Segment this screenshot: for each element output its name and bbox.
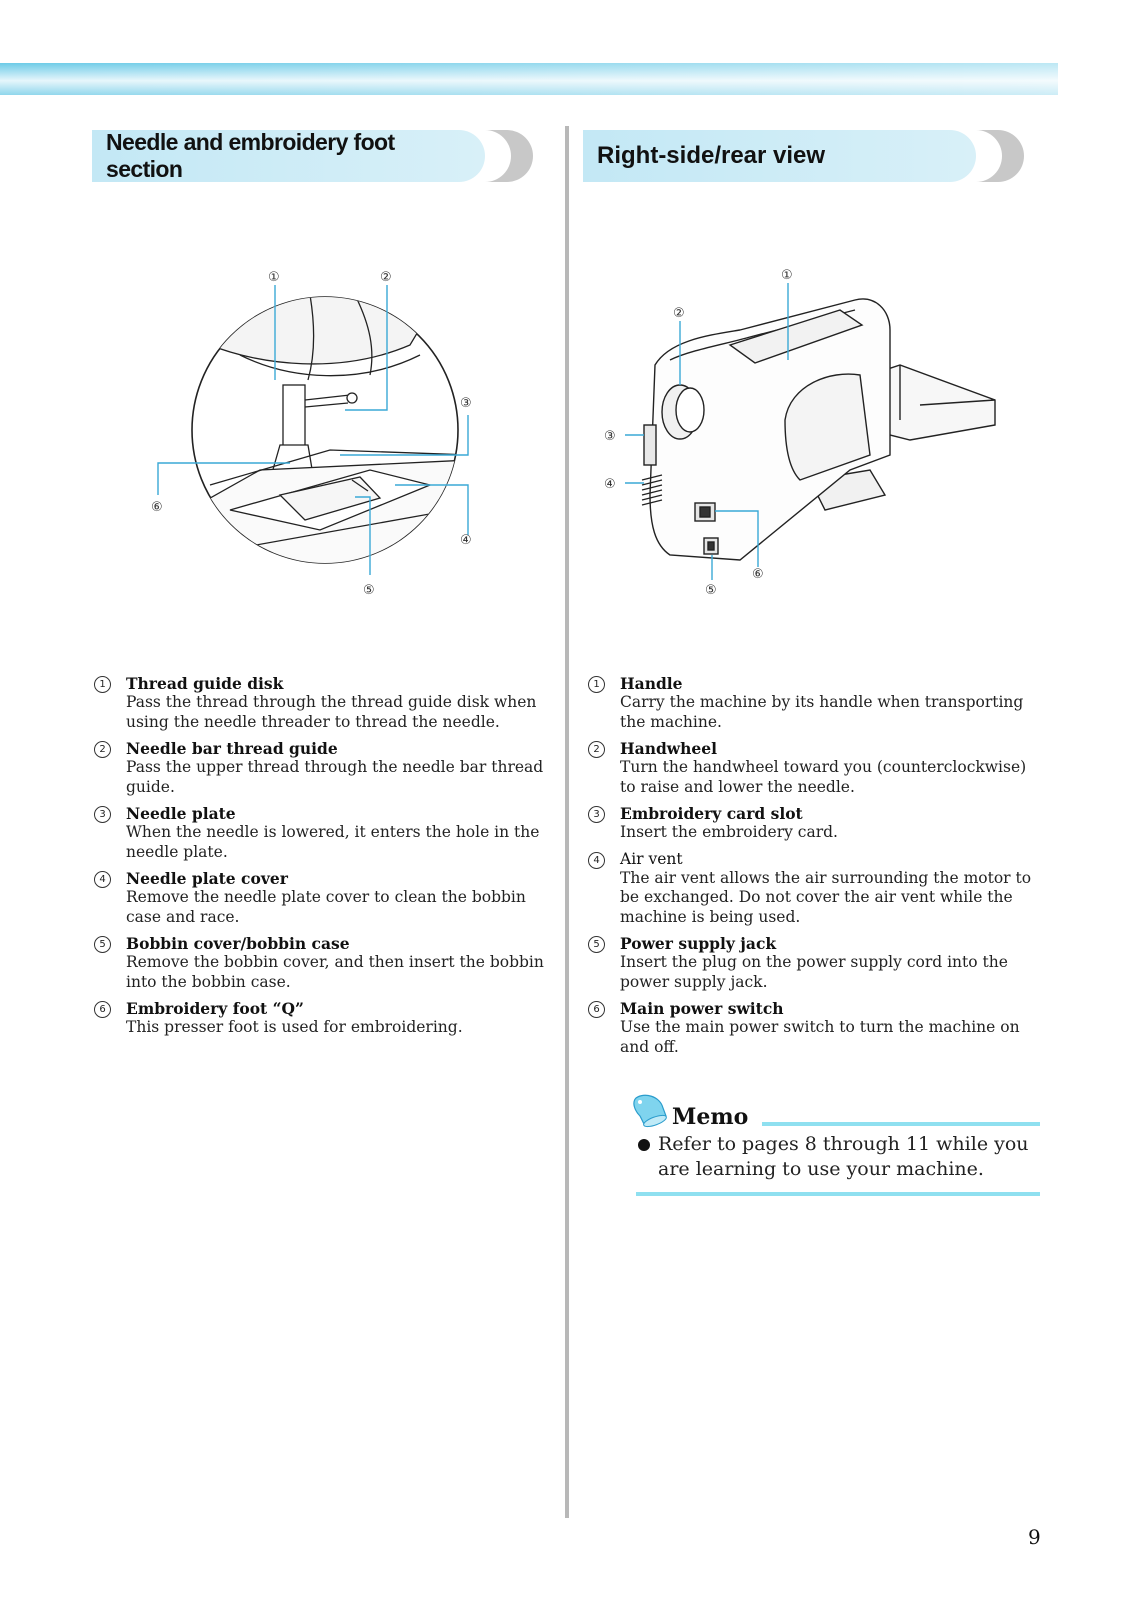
item-number: 6 (94, 1001, 111, 1018)
parts-list-needle-foot: 1 Thread guide disk Pass the thread thro… (94, 674, 544, 1045)
item-title: Handle (620, 674, 683, 693)
bullet-icon (638, 1139, 650, 1151)
item-description: The air vent allows the air surrounding … (620, 868, 1032, 926)
item-description: Pass the thread through the thread guide… (126, 693, 537, 731)
callout-6: ⑥ (151, 500, 163, 515)
section-header-rear-view: Right-side/rear view (583, 130, 1026, 182)
needle-foot-illustration: ① ② ③ ④ ⑤ ⑥ (140, 255, 520, 615)
item-title: Power supply jack (620, 934, 777, 953)
item-title: Handwheel (620, 739, 718, 758)
item-title: Needle bar thread guide (126, 739, 338, 758)
item-number: 2 (588, 741, 605, 758)
memo-text: Refer to pages 8 through 11 while you ar… (630, 1132, 1040, 1182)
list-item: 4 Needle plate cover Remove the needle p… (94, 869, 544, 927)
item-title: Main power switch (620, 999, 784, 1018)
item-title: Needle plate (126, 804, 236, 823)
list-item: 3 Embroidery card slot Insert the embroi… (588, 804, 1038, 843)
item-description: Remove the needle plate cover to clean t… (126, 888, 526, 926)
item-number: 4 (94, 871, 111, 888)
memo-title: Memo (672, 1104, 749, 1130)
item-description: Insert the embroidery card. (620, 823, 838, 841)
callout-4: ④ (604, 477, 616, 492)
item-description: Turn the handwheel toward you (countercl… (620, 758, 1027, 796)
item-description: Use the main power switch to turn the ma… (620, 1018, 1020, 1056)
item-description: When the needle is lowered, it enters th… (126, 823, 540, 861)
list-item: 1 Thread guide disk Pass the thread thro… (94, 674, 544, 732)
list-item: 5 Bobbin cover/bobbin case Remove the bo… (94, 934, 544, 992)
item-title: Embroidery foot “Q” (126, 999, 304, 1018)
chevron-right-icon (976, 130, 1024, 182)
column-divider (565, 126, 569, 1518)
section-title-rear-view: Right-side/rear view (583, 130, 976, 182)
item-number: 1 (588, 676, 605, 693)
list-item: 6 Embroidery foot “Q” This presser foot … (94, 999, 544, 1038)
callout-1: ① (781, 268, 793, 283)
callout-3: ③ (460, 396, 472, 411)
callout-6: ⑥ (752, 567, 764, 582)
item-number: 6 (588, 1001, 605, 1018)
list-item: 4 Air vent The air vent allows the air s… (588, 850, 1038, 928)
memo-header: Memo (630, 1090, 1040, 1130)
item-description: This presser foot is used for embroideri… (126, 1018, 463, 1036)
item-description: Carry the machine by its handle when tra… (620, 693, 1024, 731)
item-number: 5 (588, 936, 605, 953)
list-item: 1 Handle Carry the machine by its handle… (588, 674, 1038, 732)
item-number: 5 (94, 936, 111, 953)
callout-4: ④ (460, 533, 472, 548)
chevron-right-icon (485, 130, 533, 182)
section-header-needle-foot: Needle and embroidery foot section (92, 129, 535, 182)
item-number: 4 (588, 851, 605, 869)
list-item: 2 Needle bar thread guide Pass the upper… (94, 739, 544, 797)
callout-3: ③ (604, 429, 616, 444)
item-number: 2 (94, 741, 111, 758)
memo-rule-bottom (636, 1192, 1040, 1196)
item-number: 3 (588, 806, 605, 823)
memo-box: Memo Refer to pages 8 through 11 while y… (630, 1090, 1040, 1196)
memo-rule-top (762, 1122, 1040, 1126)
top-color-band (0, 63, 1058, 95)
item-description: Pass the upper thread through the needle… (126, 758, 544, 796)
memo-bell-icon (633, 1094, 667, 1128)
callout-5: ⑤ (705, 583, 717, 598)
item-number: 3 (94, 806, 111, 823)
memo-text-content: Refer to pages 8 through 11 while you ar… (658, 1133, 1029, 1180)
item-title: Thread guide disk (126, 674, 284, 693)
callout-2: ② (673, 306, 685, 321)
callout-5: ⑤ (363, 583, 375, 598)
callout-1: ① (268, 270, 280, 285)
item-description: Remove the bobbin cover, and then insert… (126, 953, 544, 991)
item-title: Bobbin cover/bobbin case (126, 934, 350, 953)
page-number: 9 (1028, 1525, 1041, 1549)
item-description: Insert the plug on the power supply cord… (620, 953, 1008, 991)
item-number: 1 (94, 676, 111, 693)
section-title-needle-foot: Needle and embroidery foot section (92, 129, 485, 182)
list-item: 5 Power supply jack Insert the plug on t… (588, 934, 1038, 992)
callout-2: ② (380, 270, 392, 285)
list-item: 3 Needle plate When the needle is lowere… (94, 804, 544, 862)
parts-list-rear-view: 1 Handle Carry the machine by its handle… (588, 674, 1038, 1064)
list-item: 6 Main power switch Use the main power s… (588, 999, 1038, 1057)
item-title: Needle plate cover (126, 869, 288, 888)
rear-view-illustration: ① ② ③ ④ ⑤ ⑥ (600, 255, 1020, 615)
item-title: Air vent (620, 849, 683, 868)
item-title: Embroidery card slot (620, 804, 803, 823)
list-item: 2 Handwheel Turn the handwheel toward yo… (588, 739, 1038, 797)
